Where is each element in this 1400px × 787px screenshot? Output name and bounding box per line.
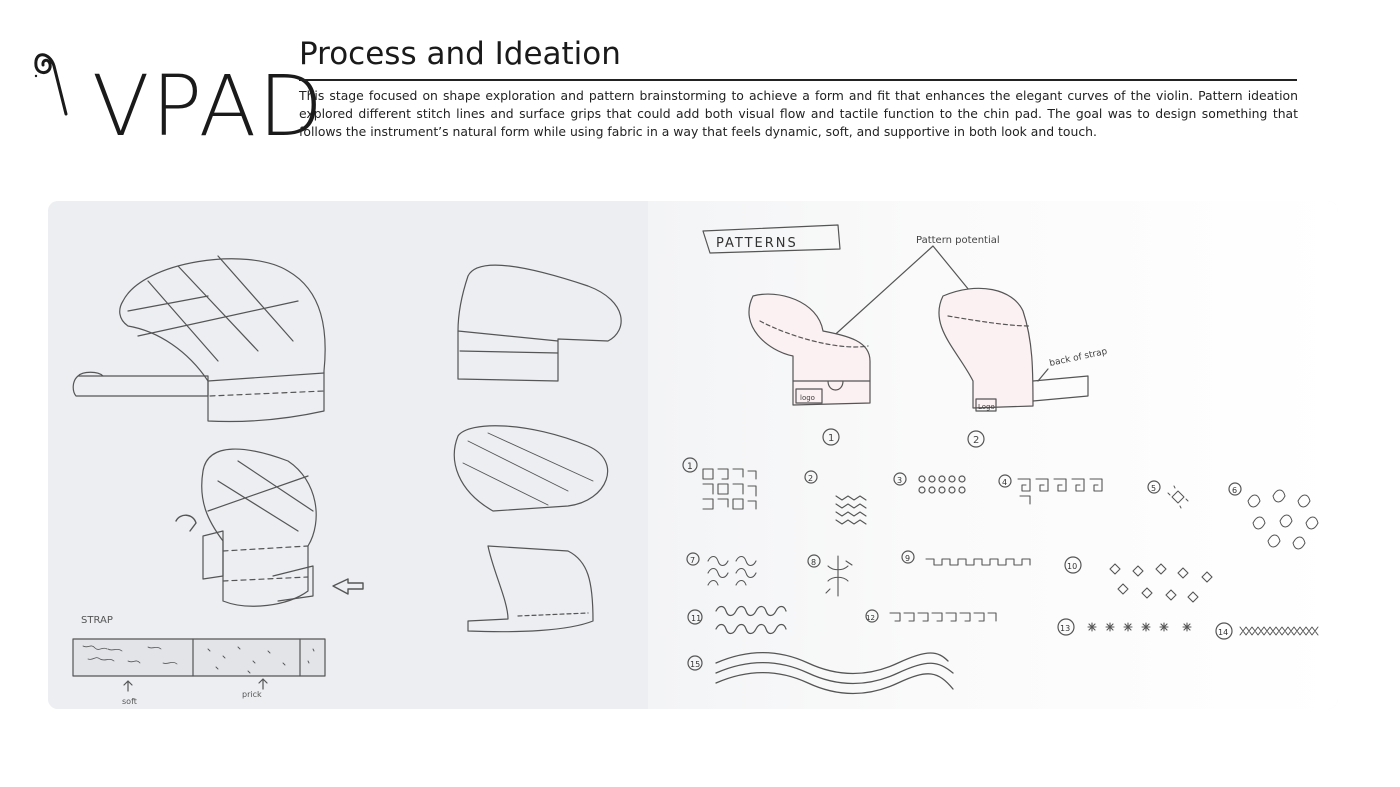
pattern-swatch-10: 10 [1064,556,1213,603]
patterned-pad-variant-2: Logo back of strap 2 [938,287,1109,448]
patterned-pad-variant-1: logo 1 [748,293,871,446]
pattern-swatch-1: 1 [682,457,757,510]
svg-text:14: 14 [1218,628,1228,637]
svg-text:8: 8 [811,558,816,567]
pattern-swatch-2: 2 [804,470,867,525]
back-of-strap-label: back of strap [1049,347,1109,369]
pattern-swatch-11: 11 [687,605,787,635]
pattern-swatch-7: 7 [686,552,757,586]
variant-number: 2 [973,435,979,446]
sketch-sheet-image: STRAP soft prick PATTERNS Pattern potent… [48,201,1338,709]
pattern-swatch-6: 6 [1228,482,1319,550]
vpad-logo: VPAD [30,36,323,148]
strap-sketch: STRAP soft prick [72,615,326,706]
pattern-swatch-13: 13 [1057,618,1192,636]
svg-text:11: 11 [691,614,701,623]
soft-label: soft [122,697,137,706]
pattern-swatch-9: 9 [901,550,1031,566]
patterns-heading: PATTERNS [716,236,798,251]
svg-text:Logo: Logo [978,403,995,411]
svg-text:12: 12 [866,614,875,622]
prick-label: prick [242,690,262,699]
logo-text: VPAD [92,57,325,155]
chin-pad-sketch-main [72,255,326,423]
svg-text:15: 15 [690,660,700,669]
svg-text:5: 5 [1151,484,1156,493]
variant-number: 1 [828,433,834,444]
patterns-heading-box: PATTERNS [702,224,841,254]
svg-text:10: 10 [1067,562,1077,571]
pattern-swatch-5: 5 [1147,480,1189,509]
svg-text:4: 4 [1002,478,1007,487]
pattern-swatch-12: 12 [865,609,997,623]
pattern-swatch-4: 4 [998,474,1103,505]
page-description: This stage focused on shape exploration … [299,88,1298,139]
svg-text:3: 3 [897,476,902,485]
chin-pad-sketch-side-views [453,264,622,633]
chin-pad-sketch-rotated [175,448,364,607]
svg-text:6: 6 [1232,486,1237,495]
svg-text:2: 2 [808,474,813,483]
svg-text:logo: logo [800,394,815,402]
page-title: Process and Ideation [299,36,621,72]
svg-text:9: 9 [905,554,910,563]
svg-text:7: 7 [690,556,695,565]
title-divider [299,79,1297,81]
pattern-swatch-15: 15 [687,651,954,695]
strap-label: STRAP [81,615,113,626]
pattern-swatch-8: 8 [807,554,853,597]
pattern-potential-label: Pattern potential [916,235,1000,246]
scroll-icon [34,53,68,116]
pattern-swatch-14: 14 [1215,622,1319,640]
svg-text:1: 1 [687,462,693,472]
svg-text:13: 13 [1060,624,1070,633]
pattern-swatch-3: 3 [893,472,966,494]
